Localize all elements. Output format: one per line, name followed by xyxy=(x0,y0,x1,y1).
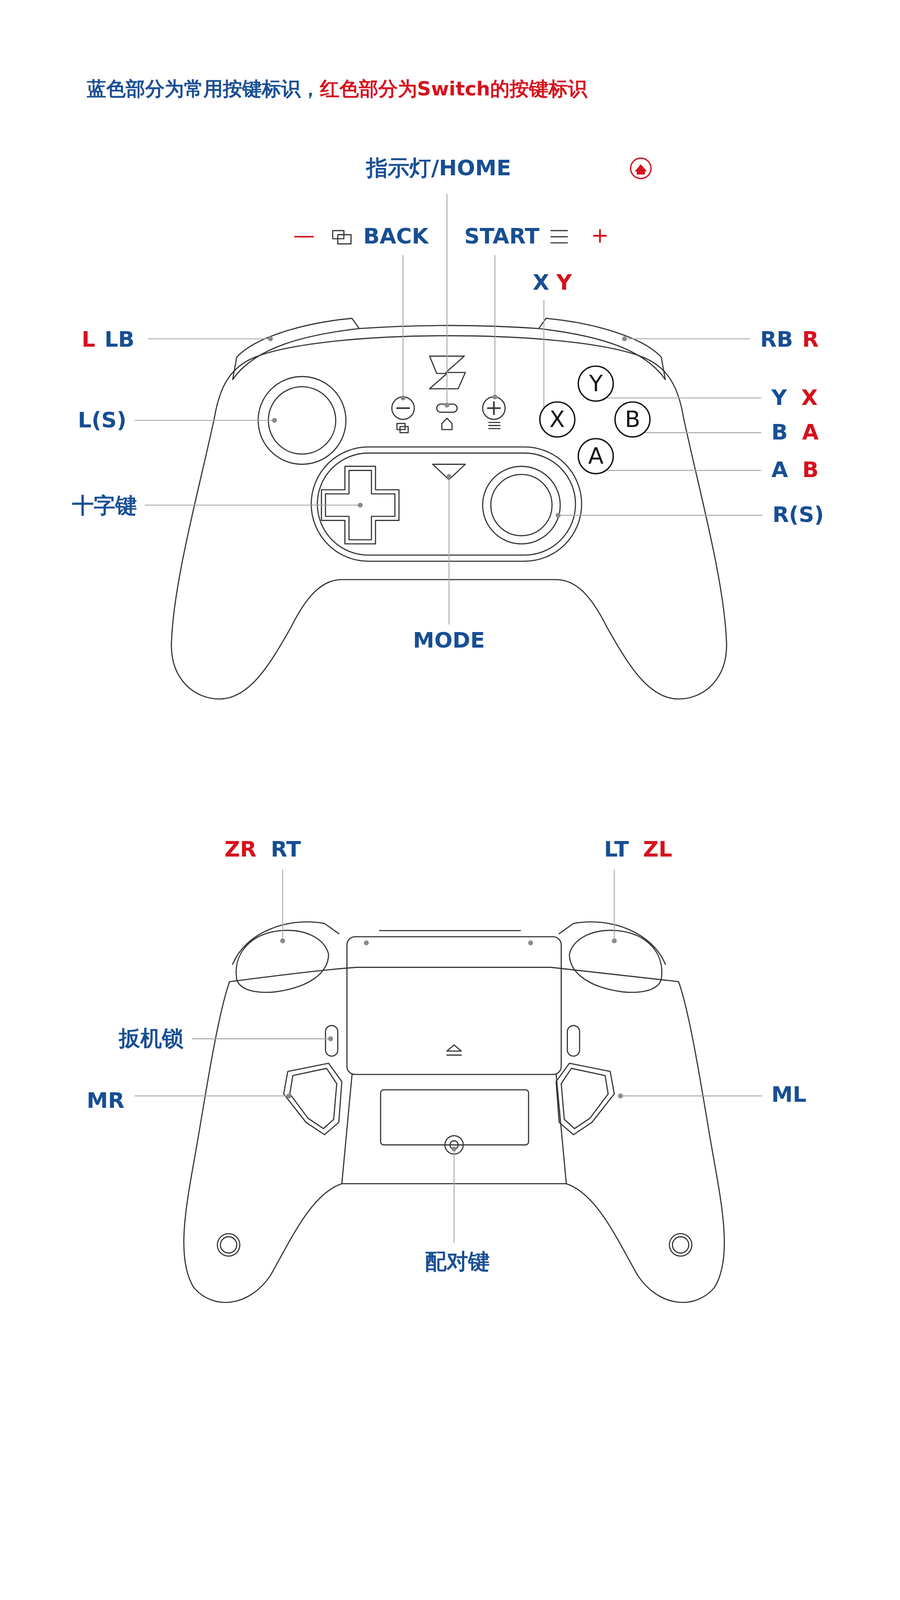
button-label: Y xyxy=(556,269,572,296)
button-outline xyxy=(539,402,575,438)
button-label: X xyxy=(801,385,818,412)
button-label: L(S) xyxy=(77,407,127,434)
leader-lines xyxy=(134,193,763,1244)
face-button: Y xyxy=(577,365,615,403)
button-label: MODE xyxy=(412,627,485,654)
button-label: — xyxy=(293,222,315,249)
button-outline xyxy=(614,402,650,438)
face-button: B xyxy=(614,401,651,438)
front-view xyxy=(171,230,727,700)
button-letter: A xyxy=(588,444,604,468)
button-label: MR xyxy=(86,1088,125,1115)
button-label: L xyxy=(81,326,96,353)
button-label: A xyxy=(801,419,819,446)
button-label: R xyxy=(802,326,819,353)
button-label: + xyxy=(591,222,610,249)
button-label: LT xyxy=(604,836,629,863)
button-label: ML xyxy=(771,1082,807,1109)
button-label: X xyxy=(532,269,549,296)
home-icon xyxy=(630,158,651,179)
button-label: RT xyxy=(270,836,302,863)
button-label: LB xyxy=(104,326,135,353)
button-label: B xyxy=(802,457,819,484)
button-outline xyxy=(578,438,614,474)
note-text: 红色部分为Switch的按键标识 xyxy=(320,77,588,101)
note-text: 蓝色部分为常用按键标识， xyxy=(86,77,321,101)
back-view xyxy=(183,922,725,1303)
face-button: X xyxy=(538,401,576,438)
button-letter: X xyxy=(549,408,565,431)
face-button: A xyxy=(577,437,615,475)
button-label: Y xyxy=(771,385,787,412)
button-label: 指示灯/HOME xyxy=(366,155,511,182)
button-label: RB xyxy=(760,326,793,353)
button-letter: B xyxy=(624,408,641,431)
button-label: 配对键 xyxy=(424,1249,490,1276)
button-label: 扳机锁 xyxy=(118,1026,184,1053)
leader-dots xyxy=(267,336,637,1152)
button-label: A xyxy=(771,457,788,484)
button-label: ZR xyxy=(224,836,257,863)
button-label: START xyxy=(464,223,540,250)
button-letter: Y xyxy=(589,372,603,395)
button-label: B xyxy=(771,419,788,446)
button-label: 十字键 xyxy=(72,493,137,520)
button-label: ZL xyxy=(643,836,673,863)
button-label: R(S) xyxy=(772,502,824,529)
button-outline xyxy=(578,366,614,402)
button-label: BACK xyxy=(363,223,429,250)
